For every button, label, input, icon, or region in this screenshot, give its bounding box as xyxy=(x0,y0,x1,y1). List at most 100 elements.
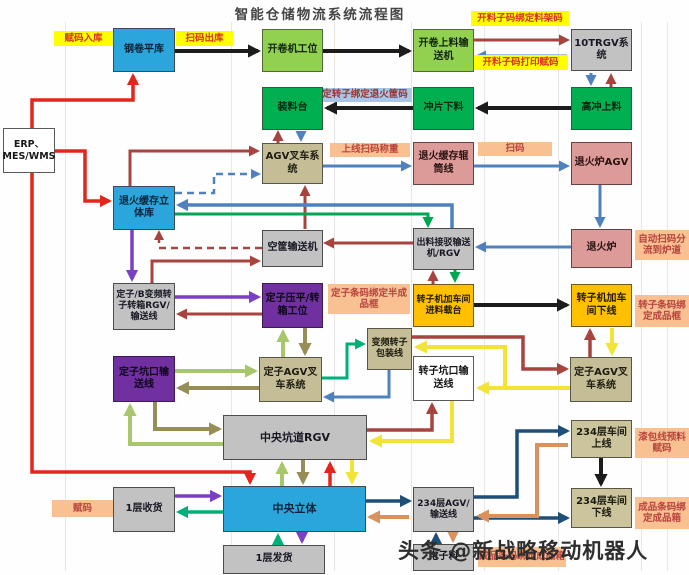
node-stator-agv-right: 定子AGV叉车系统 xyxy=(570,357,632,402)
flow-arrowhead-yellow xyxy=(605,343,619,356)
node-floor234-workshop-offline: 234层车间下线 xyxy=(571,488,632,528)
flow-arrowhead-lightgreen xyxy=(275,461,289,474)
diagram-title: 智能仓储物流系统流程图 xyxy=(234,7,406,23)
flow-arrowhead-blue xyxy=(401,160,412,172)
flow-arrowhead-crimson xyxy=(272,130,284,141)
flow-arrowhead-crimson xyxy=(583,328,597,340)
flow-arrowhead-blue xyxy=(323,391,334,403)
flow-arrow-lightgreen xyxy=(128,406,223,446)
flow-arrowhead-blue xyxy=(475,241,486,253)
flow-arrow-orange xyxy=(479,443,568,518)
flow-arrow-red xyxy=(55,149,109,203)
flow-arrowhead-purple xyxy=(125,270,139,282)
flow-arrowhead-blue xyxy=(559,160,570,172)
flow-arrowhead-crimson xyxy=(605,73,617,84)
flow-arrowhead-teal xyxy=(176,505,188,519)
flow-arrowhead-blue xyxy=(176,198,188,212)
node-loading-table: 装料台 xyxy=(262,87,323,130)
flow-arrow-navy xyxy=(474,429,567,499)
node-empty-basket-conveyor: 空筐输送机 xyxy=(262,230,323,267)
flow-arrow-crimson xyxy=(150,259,258,283)
tag-bind-anneal-basket: 定转子绑定退火筐码 xyxy=(318,88,412,102)
flow-arrow-crimson xyxy=(367,405,434,432)
node-stator-pit-conveyor: 定子坑口输送线 xyxy=(113,356,175,402)
flow-arrowhead-black xyxy=(557,298,570,312)
flow-arrowhead-lightgreen xyxy=(276,329,290,342)
tag-online-scan-weigh: 上线扫码称重 xyxy=(330,143,410,157)
tag-stator-bind-semi-box: 定子条码绑定半成品框 xyxy=(328,284,410,314)
flow-arrowhead-yellow xyxy=(345,472,359,485)
flow-arrow-yellow xyxy=(372,401,454,443)
flow-arrowhead-lightgreen xyxy=(123,403,137,416)
node-agv-forklift-system: AGV叉车系统 xyxy=(262,143,323,184)
tag-blank-code-bind-rack: 开料子码绑定料架码 xyxy=(471,11,569,26)
node-anneal-buffer-asrs: 退火缓存立体库 xyxy=(113,186,175,230)
watermark: 头条 @新战略移动机器人 xyxy=(398,539,649,563)
flow-arrow-teal xyxy=(322,342,363,380)
flow-arrow-red xyxy=(30,76,135,128)
flow-arrowhead-navy xyxy=(429,532,443,544)
tag-auto-scan-split: 自动扫码分流到炉道 xyxy=(635,230,689,260)
flow-arrowhead-yellow xyxy=(369,434,382,448)
flow-arrowhead-navy xyxy=(558,511,570,525)
node-rotor-machining-infeed: 转子机加车间进料载台 xyxy=(413,284,474,327)
flow-arrowhead-red xyxy=(126,73,140,85)
flow-arrowhead-olive xyxy=(176,381,189,395)
flow-arrowhead-blue xyxy=(594,217,606,228)
flow-arrowhead-orange xyxy=(446,530,460,543)
flow-arrowhead-green xyxy=(449,272,461,283)
flow-arrowhead-crimson xyxy=(153,230,165,240)
node-outfeed-transfer-rgv: 出料接驳输送机/RGV xyxy=(413,228,474,270)
flow-arrowhead-navy xyxy=(400,494,412,508)
flow-arrowhead-crimson xyxy=(299,185,311,196)
node-rotor-machining-offline: 转子机加车间下线 xyxy=(571,284,632,327)
node-anneal-furnace: 退火炉 xyxy=(571,229,632,268)
node-uncoiler-station: 开卷机工位 xyxy=(262,29,323,72)
flow-arrowhead-green xyxy=(422,217,434,228)
flow-arrow-blue xyxy=(175,172,258,195)
flow-arrow-crimson xyxy=(412,335,566,371)
flow-arrow-crimson xyxy=(128,149,257,186)
node-floor234-workshop-online: 234层车间上线 xyxy=(571,420,632,458)
node-central-tunnel-rgv: 中央坑道RGV xyxy=(223,415,367,460)
flow-arrowhead-blue xyxy=(295,131,307,142)
node-punch-load: 高冲上料 xyxy=(571,87,632,130)
flow-arrowhead-crimson xyxy=(176,308,187,320)
flow-arrowhead-red xyxy=(323,461,337,473)
node-uncoil-feed-conveyor: 开卷上料输送机 xyxy=(413,29,474,72)
node-anneal-furnace-agv: 退火炉AGV xyxy=(571,142,632,185)
flow-arrowhead-blue xyxy=(585,75,597,86)
flow-arrowhead-navy xyxy=(558,424,570,438)
flow-arrowhead-olive xyxy=(209,422,222,436)
node-floor1-shipping: 1层发货 xyxy=(223,545,325,574)
node-rotor-pit-conveyor: 转子坑口输送线 xyxy=(413,356,474,401)
node-stator-transfer-rgv-line: 定子/B变频转子转箱RGV/输送线 xyxy=(113,283,175,330)
flow-arrowhead-purple xyxy=(210,489,222,503)
flow-arrowhead-olive xyxy=(296,472,310,485)
flow-arrowhead-crimson xyxy=(559,34,570,46)
flow-arrow-olive xyxy=(153,402,219,431)
flow-arrowhead-orange xyxy=(367,510,380,524)
tag-enamel-wire-precoding: 漆包线预料赋码 xyxy=(635,428,689,458)
flow-arrowhead-red xyxy=(100,194,112,208)
node-anneal-buffer-roller-line: 退火缓存辊筒线 xyxy=(413,142,474,185)
flow-arrowhead-purple xyxy=(249,290,261,304)
tag-coding: 赋码 xyxy=(52,500,113,517)
flow-arrowhead-black xyxy=(248,44,261,58)
flow-arrowhead-crimson xyxy=(249,145,260,157)
flow-arrowhead-crimson xyxy=(427,270,439,281)
node-stator-agv-left: 定子AGV叉车系统 xyxy=(259,357,322,402)
flow-arrowhead-crimson xyxy=(557,362,569,376)
flow-arrowhead-teal xyxy=(271,533,285,545)
flow-arrowhead-red xyxy=(243,473,257,485)
tag-rotor-bind-finished-box: 转子条码绑定成品框 xyxy=(635,295,689,327)
flow-arrowhead-black xyxy=(399,44,412,58)
flow-arrowhead-lightgreen xyxy=(245,364,258,378)
flow-arrowhead-crimson xyxy=(425,402,439,414)
node-steel-coil-warehouse: 钢卷平库 xyxy=(113,28,175,72)
flow-arrowhead-orange xyxy=(476,509,489,523)
node-agv234-conveyor-line: 234层AGV/输送线 xyxy=(413,487,474,532)
flow-arrowhead-yellow xyxy=(414,340,427,354)
